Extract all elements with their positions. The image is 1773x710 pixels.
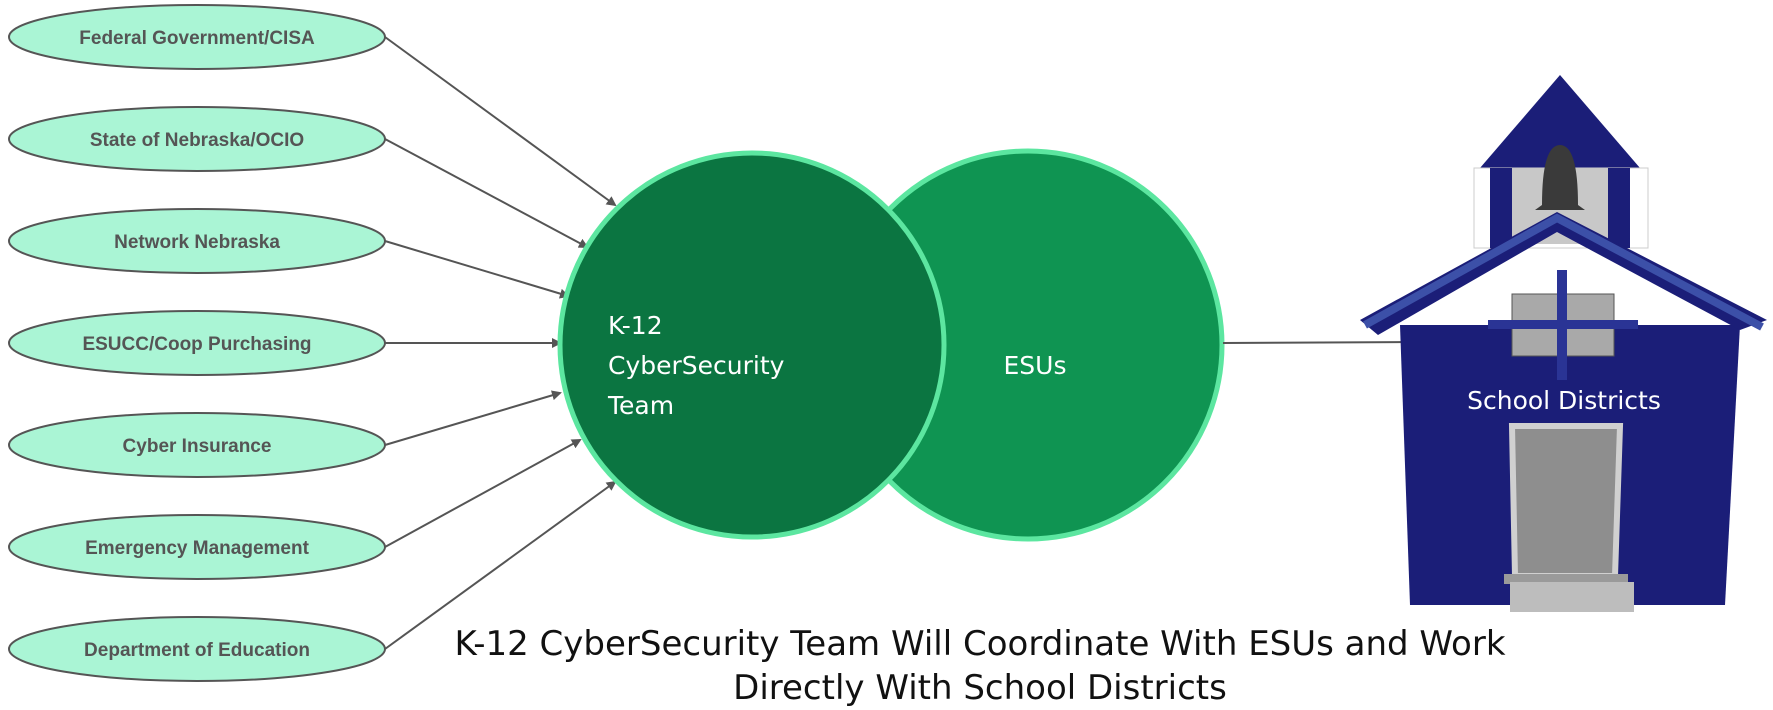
arrow-federal (384, 36, 617, 207)
source-pill-emergency-management: Emergency Management (8, 514, 386, 580)
pill-label: Network Nebraska (114, 232, 280, 253)
source-arrows (384, 36, 617, 650)
pill-label: State of Nebraska/OCIO (90, 130, 304, 151)
arrow-cyber-insurance (384, 390, 562, 446)
tower-pillar-left (1490, 168, 1512, 248)
team-label-line-1: K-12 (608, 311, 663, 340)
tower-pillar-right (1608, 168, 1630, 248)
diagram-canvas: Federal Government/CISA State of Nebrask… (8, 4, 1767, 682)
source-pill-esucc: ESUCC/Coop Purchasing (8, 310, 386, 376)
team-label-line-3: Team (607, 391, 674, 420)
source-pill-federal-government: Federal Government/CISA (8, 4, 386, 70)
school-door (1508, 423, 1624, 579)
source-pill-cyber-insurance: Cyber Insurance (8, 412, 386, 478)
school-house-icon: School Districts (1360, 75, 1767, 612)
source-pills: Federal Government/CISA State of Nebrask… (8, 4, 386, 682)
source-pill-network-nebraska: Network Nebraska (8, 208, 386, 274)
arrow-esu-to-school (1222, 337, 1412, 348)
arrow-network (384, 240, 570, 299)
arrow-emergency (384, 439, 582, 548)
diagram-caption: K-12 CyberSecurity Team Will Coordinate … (454, 624, 1506, 708)
esu-label: ESUs (1004, 351, 1067, 380)
source-pill-department-of-education: Department of Education (8, 616, 386, 682)
arrow-state (384, 138, 589, 248)
door-step-top (1504, 574, 1628, 584)
school-roof-peak (1480, 75, 1640, 168)
school-roof-trim (1363, 213, 1764, 331)
source-pill-state-of-nebraska: State of Nebraska/OCIO (8, 106, 386, 172)
pill-label: Federal Government/CISA (79, 28, 315, 49)
bell-icon (1535, 145, 1585, 210)
pill-label: Department of Education (84, 640, 310, 661)
door-step-bottom (1510, 582, 1634, 612)
team-label: K-12 CyberSecurity Team (607, 311, 792, 420)
pill-label: Emergency Management (85, 538, 310, 559)
pill-label: Cyber Insurance (123, 436, 272, 457)
window-cross-horizontal (1488, 320, 1638, 329)
school-label: School Districts (1467, 386, 1661, 415)
team-label-line-2: CyberSecurity (608, 351, 785, 380)
team-circle (557, 150, 947, 540)
pill-label: ESUCC/Coop Purchasing (82, 334, 311, 355)
arrow-education (384, 480, 617, 650)
